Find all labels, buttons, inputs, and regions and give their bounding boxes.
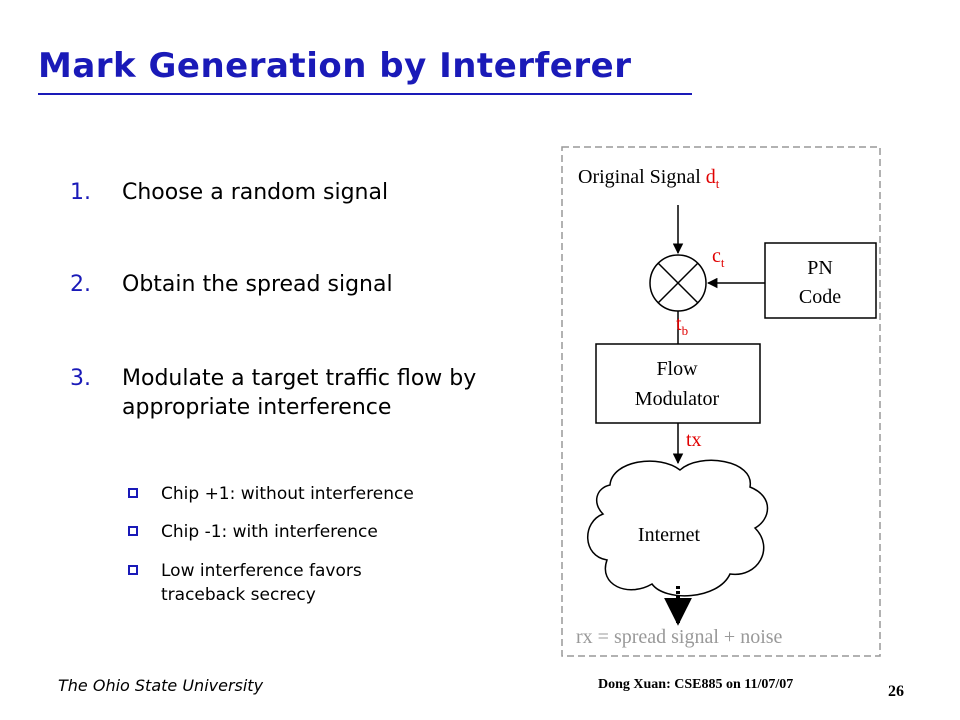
c-t-label: ct [712,245,725,270]
diagram-dashed-border [561,146,881,657]
original-signal-label: Original Signal dt [578,166,720,191]
multiplier-cross-b [657,262,699,304]
flow-modulator-line1: Flow [656,358,698,380]
institution-label: The Ohio State University [58,676,264,695]
step-number: 1. [70,180,91,205]
title-underline [38,93,692,95]
c-subscript: t [721,255,725,270]
internet-cloud-icon [587,459,769,597]
square-bullet-icon [128,526,138,536]
step-text: Choose a random signal [122,180,389,205]
flow-modulator-line2: Modulator [635,388,720,410]
d-subscript: t [716,176,720,191]
sub-bullet-text: Chip +1: without interference [161,484,414,504]
tx-label: tx [686,429,702,451]
d-symbol: d [706,166,716,188]
page-number: 26 [888,683,904,700]
square-bullet-icon [128,488,138,498]
sub-bullet-text: Low interference favors traceback secrec… [161,561,362,605]
sub-bullet-text: Chip -1: with interference [161,522,378,542]
flow-modulator-box [595,343,761,424]
t-b-label: tb [676,313,688,338]
t-subscript: b [682,323,689,338]
square-bullet-icon [128,565,138,575]
author-date-label: Dong Xuan: CSE885 on 11/07/07 [598,677,794,692]
step-number: 3. [70,366,91,391]
step-text: Obtain the spread signal [122,272,393,297]
pn-code-line2: Code [799,286,841,308]
step-text: Modulate a target traffic flow by approp… [122,366,477,420]
pn-code-line1: PN [807,257,833,279]
t-symbol: t [676,313,682,335]
step-number: 2. [70,272,91,297]
internet-label: Internet [638,524,701,546]
rx-label: rx = spread signal + noise [576,626,783,648]
pn-code-box [764,242,877,319]
original-signal-text: Original Signal [578,166,706,188]
c-symbol: c [712,245,721,267]
slide-title: Mark Generation by Interferer [38,46,632,86]
